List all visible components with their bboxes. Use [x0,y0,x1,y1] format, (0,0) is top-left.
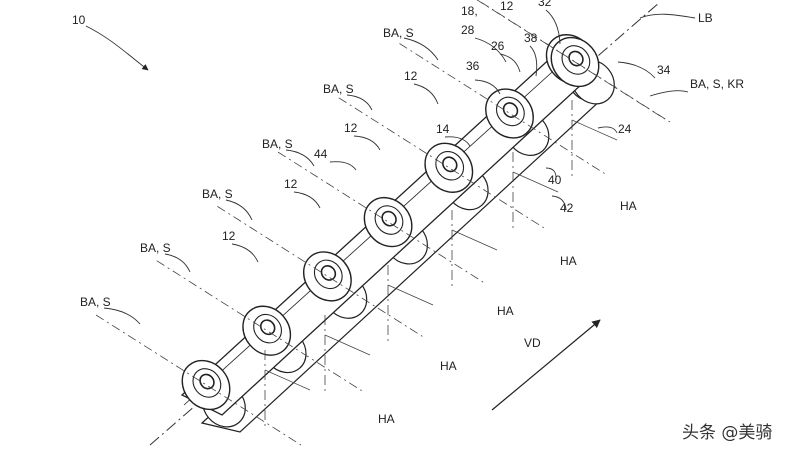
leader-line [225,199,253,221]
leader-line [329,161,357,171]
ref-36-label: 36 [466,59,480,73]
roller-pin [442,156,458,173]
roller-pin [502,102,519,118]
ha-leader [451,229,498,251]
leader-line [231,243,259,263]
roller-axis-ba [217,206,423,337]
chain-roller [181,359,231,411]
ref-40-label: 40 [548,173,562,187]
ref-42-label: 42 [560,201,574,215]
ref-38-label: 38 [524,31,538,45]
leader-line [413,83,439,105]
roller-pin [320,265,337,281]
roller-pin [199,373,215,390]
ha-axis-lines [264,100,618,430]
ref-12-label-e: 12 [222,229,236,243]
ha-label-3: HA [497,304,514,318]
roller-pin [381,210,397,227]
leader-line [474,79,501,95]
ba-s-label-3: BA, S [262,137,293,151]
ha-leader [512,171,559,193]
ha-label-2: HA [560,254,577,268]
leader-line [545,167,557,181]
ref-34-label: 34 [657,63,671,77]
ba-s-label-5: BA, S [140,241,171,255]
ba-s-kr-label: BA, S, KR [690,77,744,91]
vd-label: VD [524,336,541,350]
ba-s-label-4: BA, S [202,187,233,201]
leader-line [285,149,315,167]
ha-label-4: HA [440,359,457,373]
ba-s-label-1: BA, S [383,26,414,40]
leader-line [353,135,381,151]
leader-line [293,191,321,209]
ref-32-label: 32 [538,0,552,9]
ba-s-label-6: BA, S [80,295,111,309]
ha-leader [324,334,371,356]
roller-axis-lines [95,0,671,446]
leader-line [529,45,538,77]
roller-axis-ba [399,43,605,174]
ha-label-1: HA [620,199,637,213]
leader-line [551,195,567,211]
roller-axis-ba [95,314,302,446]
ref-12-label-d: 12 [284,177,298,191]
ha-leader [571,119,618,141]
ba-s-label-2: BA, S [323,82,354,96]
ha-leader [387,284,434,306]
ref-44-label: 44 [314,147,328,161]
ref-14-label: 14 [436,122,450,136]
ref-10-label: 10 [72,13,86,27]
ha-leader [264,369,311,391]
leader-line [474,37,507,63]
ref-10-leader [85,25,149,71]
leader-line [444,136,471,147]
ref-24-label: 24 [618,122,632,136]
ref-12-label-c: 12 [344,121,358,135]
ref-26-label: 26 [491,39,505,53]
ref-12-label-b: 12 [404,69,418,83]
leader-line [545,9,561,45]
leader-line [649,90,689,97]
roller-pin [259,319,276,336]
leader-line [617,61,656,79]
leader-line [597,126,618,134]
ha-label-5: HA [378,412,395,426]
leader-line [346,94,373,111]
roller-axis-ba [476,0,671,123]
ref-28-label: 28 [461,23,475,37]
roller-axis-ba [156,260,362,392]
leader-line [499,53,521,73]
roller-pin [568,50,584,67]
leader-line [164,253,191,273]
watermark-text: 头条 @美骑 [682,423,772,443]
ref-12-label-a: 12 [500,0,514,13]
vd-arrow [491,319,601,411]
lb-label: LB [698,11,713,25]
leader-line [403,37,439,61]
lb-leader [639,13,696,19]
leader-lines [103,9,689,325]
roller-axis-ba [338,97,545,229]
ref-18-label: 18, [461,4,478,18]
chain-roller [242,305,292,356]
roller-axis-ba [277,151,484,283]
leader-line [103,307,141,325]
